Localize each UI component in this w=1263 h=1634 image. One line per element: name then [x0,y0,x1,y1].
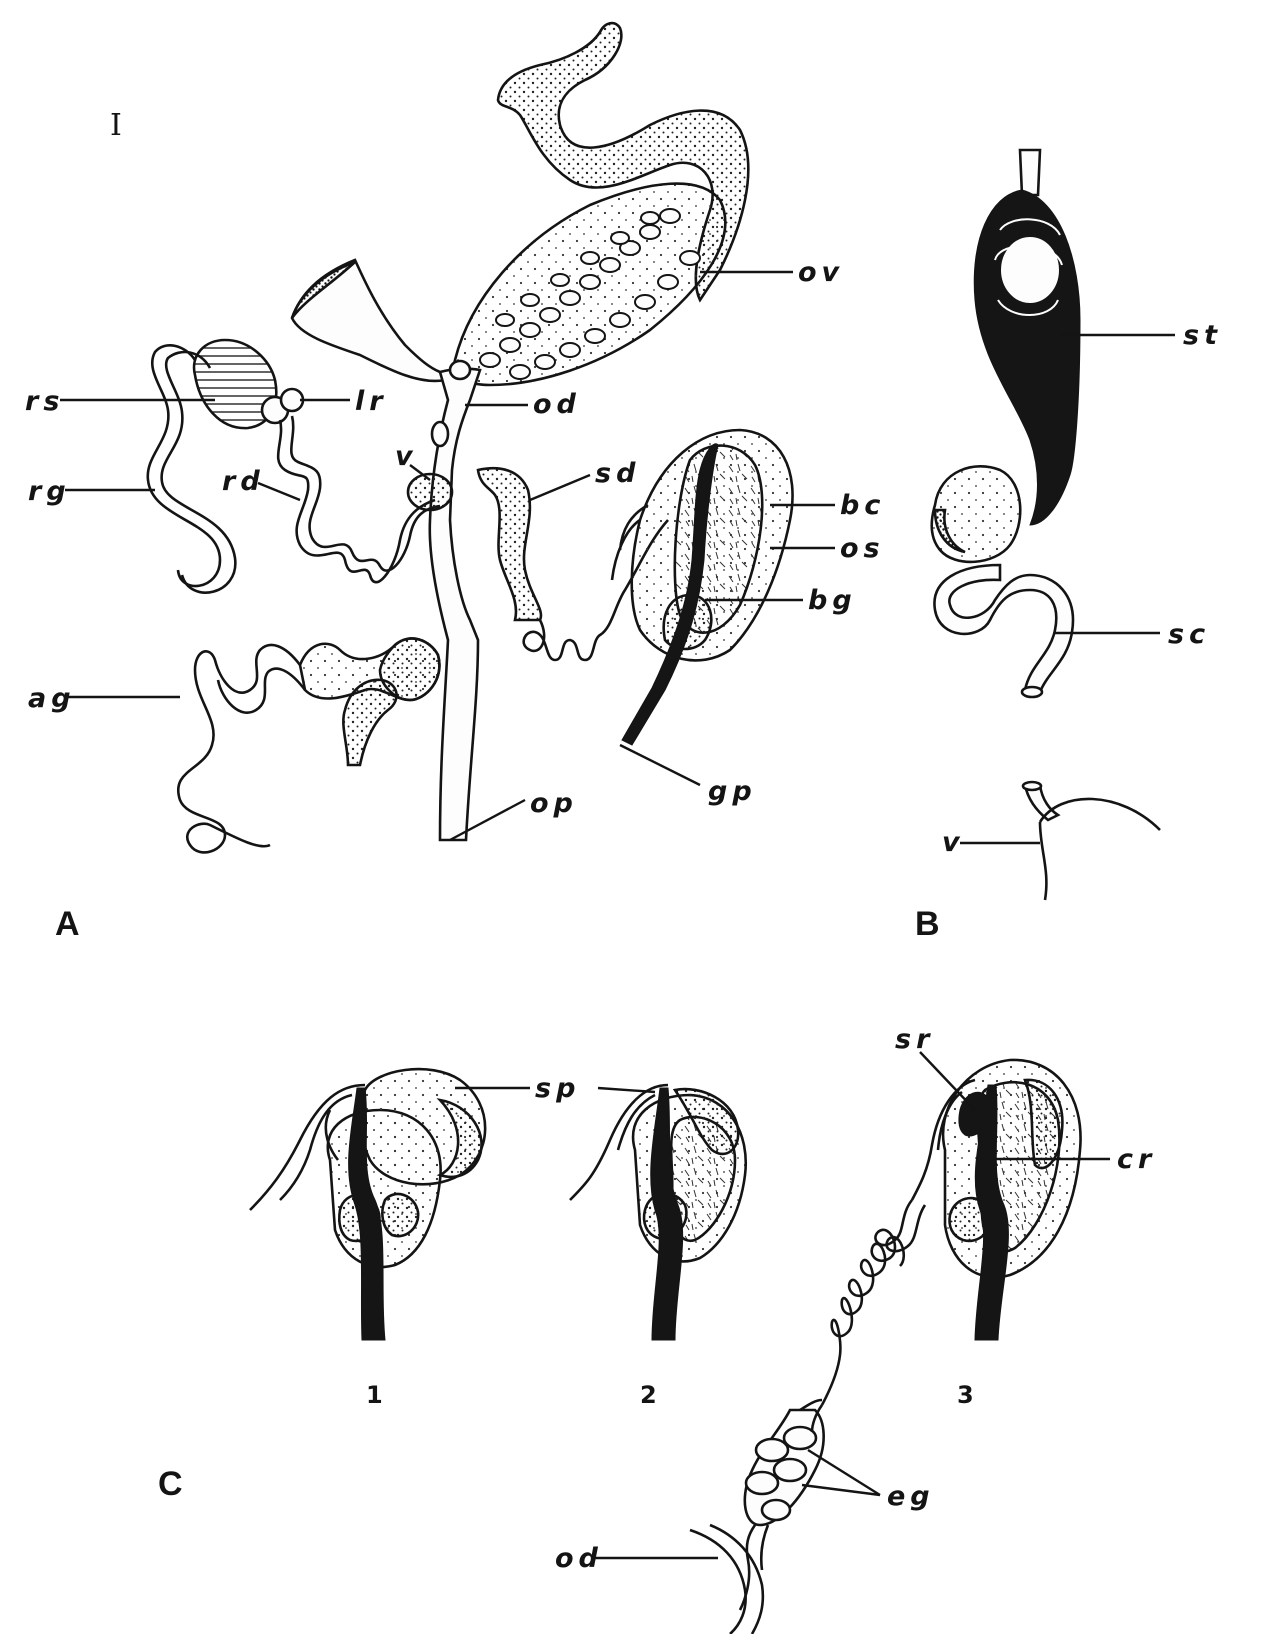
label-sc: sc [1168,619,1210,650]
label-op: op [530,788,578,819]
panel-c-stage-2 [570,1085,746,1340]
stage-number-2: 2 [640,1381,657,1409]
label-ov: ov [798,257,844,288]
label-od: od [533,389,581,420]
label-bg: bg [808,585,857,616]
panel-c-stage-1 [250,1069,485,1340]
figure-roman-numeral: I [110,108,122,143]
stage-number-1: 1 [366,1381,383,1409]
panel-label-a: A [55,905,80,943]
label-lr: lr [355,386,388,417]
panel-a-drawing [148,23,793,852]
label-sr: sr [895,1024,934,1055]
label-b-v: v [942,827,965,858]
label-sp: sp [535,1073,580,1104]
label-rd: rd [222,466,265,497]
panel-c-stage-3 [822,1060,1081,1405]
label-cr: cr [1117,1144,1156,1175]
panel-b-drawing [932,150,1160,900]
label-eg: eg [887,1481,935,1512]
panel-b-labels: st sc v [942,320,1222,858]
stage-number-3: 3 [957,1381,974,1409]
label-st: st [1183,320,1222,351]
panel-label-b: B [915,905,940,943]
label-c-od: od [555,1543,603,1574]
label-v: v [395,441,418,472]
egg-string [690,1400,824,1634]
label-ag: ag [28,683,76,714]
label-sd: sd [595,458,640,489]
label-rg: rg [28,476,71,507]
label-rs: rs [25,386,64,417]
label-gp: gp [708,776,757,807]
panel-label-c: C [158,1465,183,1503]
label-bc: bc [840,490,885,521]
label-os: os [840,533,885,564]
